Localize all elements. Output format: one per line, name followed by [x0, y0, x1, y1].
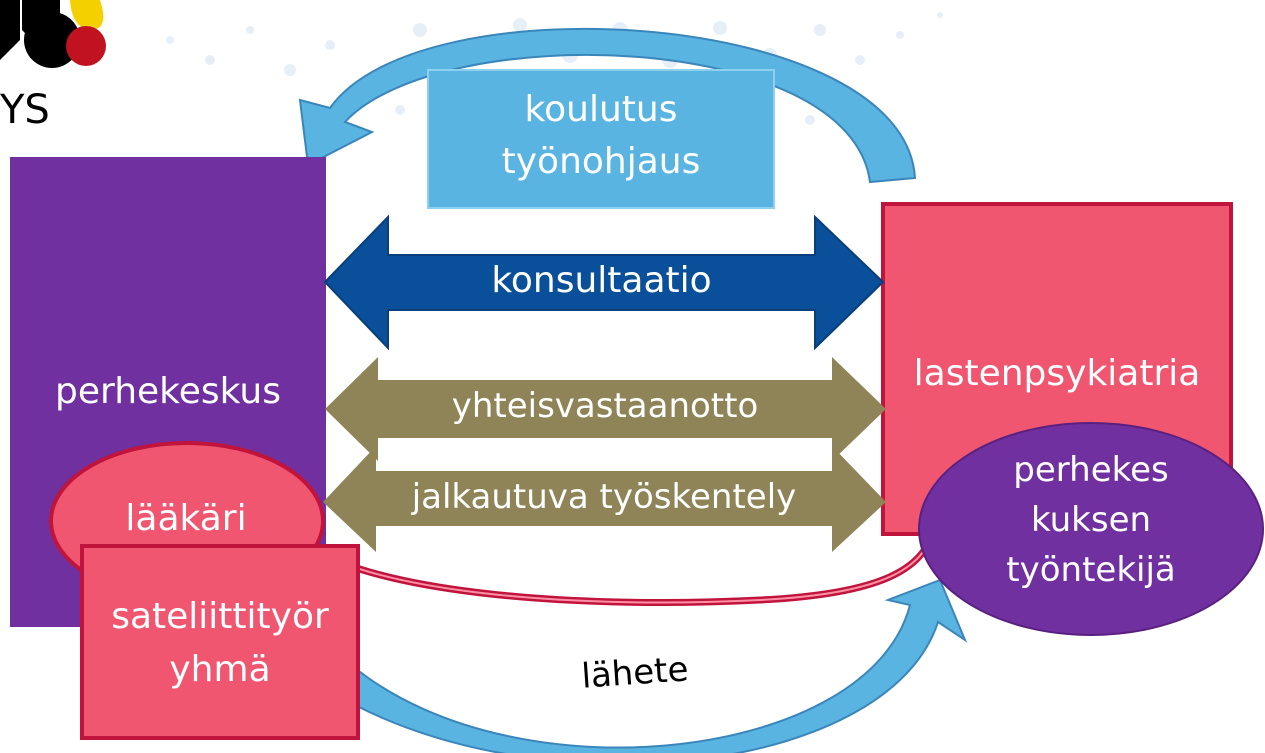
satellite-team-label-line1: sateliittityör — [111, 596, 329, 637]
consultation-arrow — [323, 214, 885, 351]
child-psychiatry-label: lastenpsykiatria — [913, 353, 1201, 394]
joint-reception-label: yhteisvastaanotto — [451, 386, 759, 426]
training-box — [427, 69, 775, 209]
family-center-worker-label-line1: perhekes — [1013, 450, 1169, 490]
logo-mark — [0, 0, 106, 68]
joint-reception-arrow — [325, 357, 886, 461]
bottom-curved-arrow — [354, 578, 968, 753]
family-center-worker-ellipse — [918, 422, 1264, 636]
consultation-label: konsultaatio — [491, 260, 712, 301]
red-curved-connector — [297, 519, 939, 606]
doctor-label: lääkäri — [125, 498, 247, 539]
family-center-worker-label-line3: työntekijä — [1006, 550, 1176, 590]
mobile-work-label: jalkautuva työskentely — [411, 477, 797, 517]
mobile-work-arrow — [323, 446, 886, 552]
satellite-team-box — [80, 544, 360, 740]
satellite-team-label-line2: yhmä — [169, 649, 271, 690]
training-label-line2: työnohjaus — [501, 141, 701, 182]
training-label-line1: koulutus — [524, 89, 678, 130]
logo-text: YS — [0, 87, 50, 133]
family-center-label: perhekeskus — [55, 371, 281, 412]
family-center-worker-label-line2: kuksen — [1030, 500, 1152, 540]
